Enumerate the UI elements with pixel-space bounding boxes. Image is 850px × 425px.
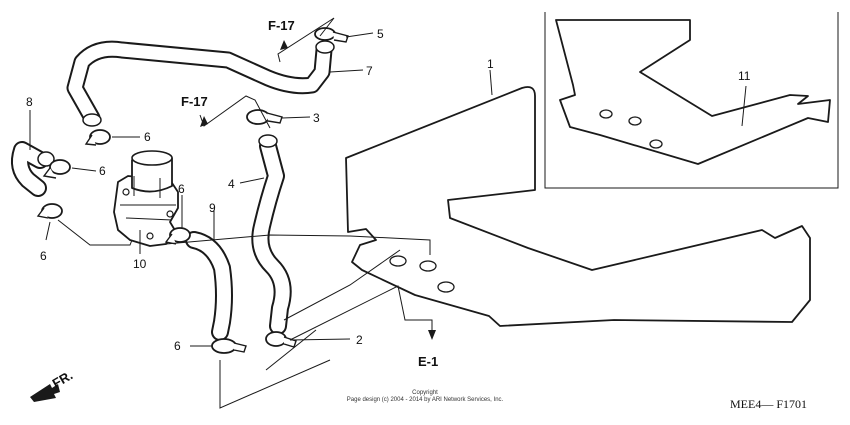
inset-frame xyxy=(544,12,839,189)
hose-end xyxy=(315,40,335,54)
callout-8: 8 xyxy=(26,95,33,109)
callout-6b: 6 xyxy=(99,164,106,178)
arrow-f17-top xyxy=(280,40,288,50)
clamp-part-6[interactable] xyxy=(84,129,111,146)
clamp-part-6[interactable] xyxy=(36,203,63,219)
callout-2: 2 xyxy=(356,333,363,347)
callout-1: 1 xyxy=(487,57,494,71)
hose-end xyxy=(258,134,278,148)
clamp-part-2[interactable] xyxy=(265,331,297,348)
clamp-part-6[interactable] xyxy=(211,338,247,354)
part-9-hose-body xyxy=(187,233,231,339)
clamp-part-3[interactable] xyxy=(246,109,283,125)
plate-hole xyxy=(649,139,663,149)
part-7-hose-body xyxy=(68,42,331,125)
callout-9: 9 xyxy=(209,201,216,215)
callout-6a: 6 xyxy=(144,130,151,144)
callout-3: 3 xyxy=(313,111,320,125)
callout-7: 7 xyxy=(366,64,373,78)
callout-6d: 6 xyxy=(40,249,47,263)
plate-hole xyxy=(628,116,642,126)
part-4-hose-body xyxy=(253,139,290,333)
ref-f17-mid: F-17 xyxy=(181,94,208,109)
part-10-valve[interactable] xyxy=(113,150,179,247)
plate-hole xyxy=(419,260,437,272)
hose-end xyxy=(37,151,55,167)
plate-hole xyxy=(389,255,407,267)
leader-lines xyxy=(29,17,747,409)
part-8-hose-body xyxy=(13,143,47,195)
callout-6c: 6 xyxy=(178,182,185,196)
callout-5: 5 xyxy=(377,27,384,41)
clamp-part-5[interactable] xyxy=(314,27,349,43)
fr-arrow-icon xyxy=(30,384,60,402)
callout-4: 4 xyxy=(228,177,235,191)
plate-hole xyxy=(599,109,613,119)
diagram-code: MEE4— F1701 xyxy=(730,397,807,411)
callout-10: 10 xyxy=(133,257,147,271)
arrow-f17-mid xyxy=(200,116,208,127)
copyright-line2: Page design (c) 2004 - 2014 by ARI Netwo… xyxy=(347,397,504,403)
plate-hole xyxy=(437,281,455,293)
part-11-plate[interactable] xyxy=(555,19,831,165)
callout-11: 11 xyxy=(738,69,751,83)
clamp-part-6[interactable] xyxy=(42,159,71,179)
arrow-e1 xyxy=(428,330,436,340)
hose-end xyxy=(82,113,102,127)
part-1-plate[interactable] xyxy=(345,86,811,327)
callout-6e: 6 xyxy=(174,339,181,353)
copyright-line1: Copyright xyxy=(412,390,438,396)
ref-f17-top: F-17 xyxy=(268,18,295,33)
ref-e1: E-1 xyxy=(418,354,438,369)
